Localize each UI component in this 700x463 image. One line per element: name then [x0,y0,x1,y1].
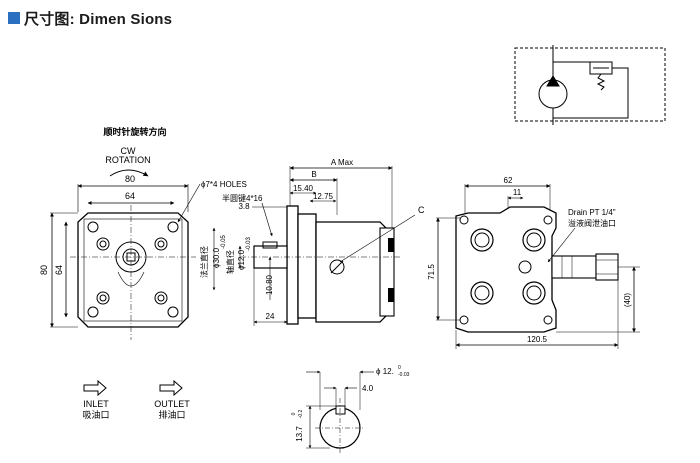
dim-71-5: 71.5 [427,264,436,280]
inlet-arrow-icon [83,379,107,397]
outlet-arrow-icon [159,379,183,397]
dim-3-8: 3.8 [238,202,250,211]
dim-13-7-tol-top: 0 [291,412,297,415]
dim-shaft-12: ϕ 12. [376,367,394,376]
dim-80-top: 80 [125,174,135,184]
dim-64-left: 64 [54,265,64,275]
dim-80-left: 80 [39,265,49,275]
title-square-icon [8,12,20,24]
dim-40: (40) [623,293,632,308]
front-view: 顺时针旋转方向 CW ROTATION 80 64 [39,126,247,340]
hydraulic-symbol [514,45,666,125]
cw-label: CW [121,146,136,156]
dim-10-80: 10.80 [265,274,274,295]
drain-label: Drain PT 1/4" [568,208,616,217]
flange-dia-label: 法兰直径 [199,246,209,278]
label-c: C [418,205,425,215]
shaft-dia-label: 轴直径 [225,250,235,274]
dim-11: 11 [513,188,522,197]
shaft-dia-tol: -0.03 [246,237,252,251]
dim-24: 24 [266,312,275,321]
key-label: 半圆键4*16 [222,193,263,203]
inlet-cn-label: 吸油口 [82,409,109,420]
outlet-cn-label: 排油口 [158,409,185,420]
page-title: 尺寸图: Dimen Sions [24,10,173,28]
dim-13-7: 13.7 [295,426,304,442]
drain-cn-label: 溢液阀泄油口 [568,218,616,228]
rotation-cn-label: 顺时针旋转方向 [103,126,166,137]
page-header: 尺寸图: Dimen Sions [8,8,172,28]
rear-view: 62 11 [427,176,640,349]
dim-b: B [311,170,316,179]
dim-shaft-12-tol-top: 0 [398,365,401,371]
dim-62: 62 [504,176,513,185]
dim-13-7-tol-bot: -0.2 [298,409,304,418]
dim-12-75: 12.75 [313,192,334,201]
inlet-label: INLET [83,399,109,409]
dim-shaft-12-tol-bot: -0.03 [398,372,410,378]
shaft-dia-value: ϕ12.0 [237,249,246,270]
holes-label: ϕ7*4 HOLES [201,180,247,189]
outlet-label: OUTLET [154,399,190,409]
dim-15-40: 15.40 [293,184,314,193]
flange-dia-value: ϕ30.0 [212,247,221,268]
rotation-label: ROTATION [105,155,150,165]
dim-120-5: 120.5 [527,335,548,344]
dim-4-0: 4.0 [362,384,374,393]
legend: INLET 吸油口 OUTLET 排油口 [82,379,190,420]
flange-dia-tol: -0.05 [221,235,227,249]
shaft-detail: ϕ 12. 0 -0.03 4.0 13.7 0 -0.2 [291,365,410,455]
dim-a-max: A Max [331,158,353,167]
dim-64-top: 64 [125,191,135,201]
side-view: A Max B 15.40 12.75 半圆键4*16 3.8 [199,158,425,326]
rotation-arrow-icon [109,169,149,177]
